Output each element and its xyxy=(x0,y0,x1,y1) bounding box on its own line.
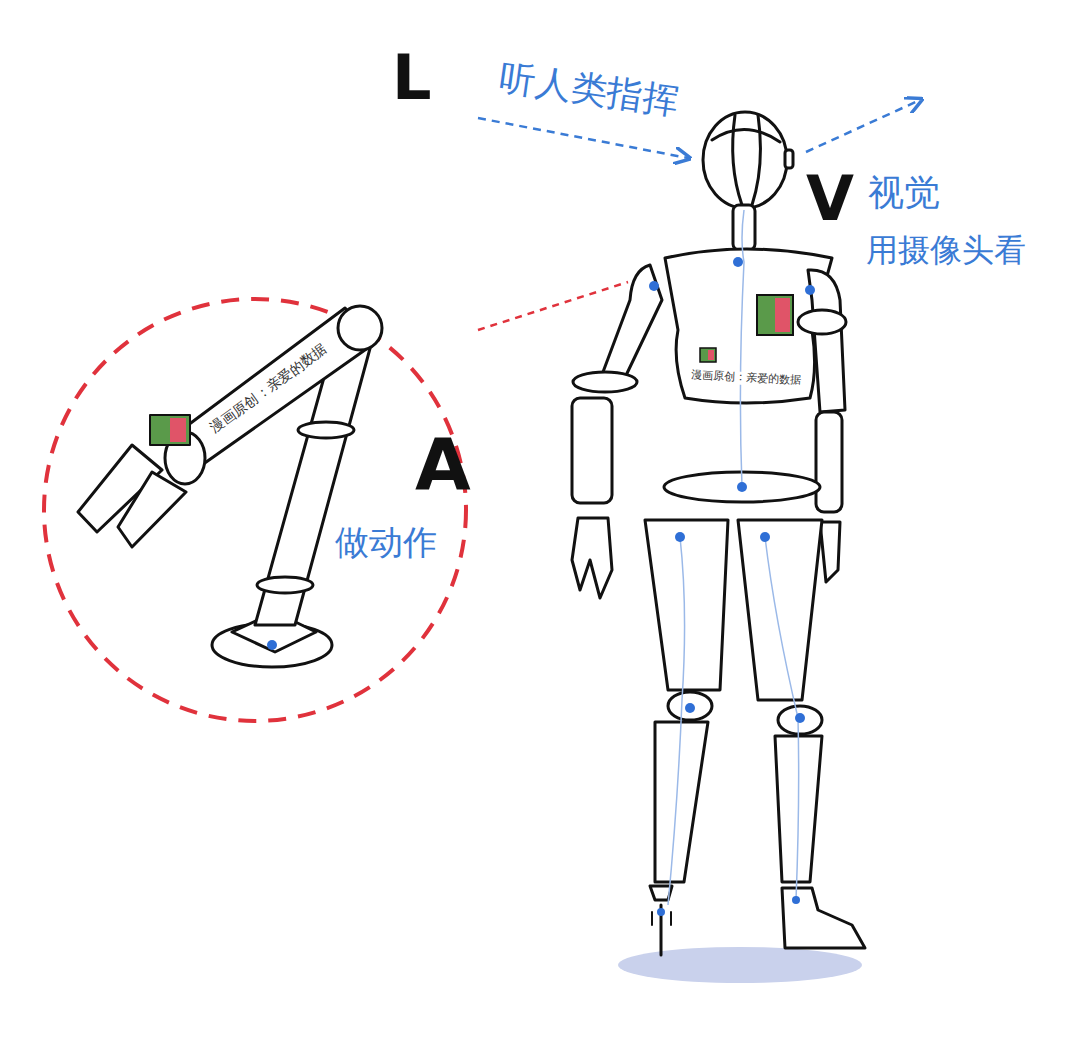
annotation: 视觉 xyxy=(868,172,940,213)
annotation: 用摄像头看 xyxy=(866,232,1026,269)
annotation: 听人类指挥 xyxy=(497,56,681,122)
sticker xyxy=(700,295,793,362)
joint-dots xyxy=(649,257,815,916)
zoom-circle-outline xyxy=(44,299,466,721)
command-arrow xyxy=(478,118,688,158)
wiring xyxy=(668,210,799,905)
ground-shadow xyxy=(618,947,862,983)
robot-arm xyxy=(78,306,382,667)
vision-arrow xyxy=(806,100,920,152)
part-letter: V xyxy=(806,163,854,234)
robot-body xyxy=(572,112,865,955)
part-letter: A xyxy=(415,423,471,506)
part-caption: 做动作 xyxy=(335,523,437,562)
zoom-outline xyxy=(40,295,470,725)
part-letter: L xyxy=(392,42,432,113)
zoom-leader xyxy=(478,282,628,330)
zoom-circle: A 做动作 xyxy=(40,295,470,725)
